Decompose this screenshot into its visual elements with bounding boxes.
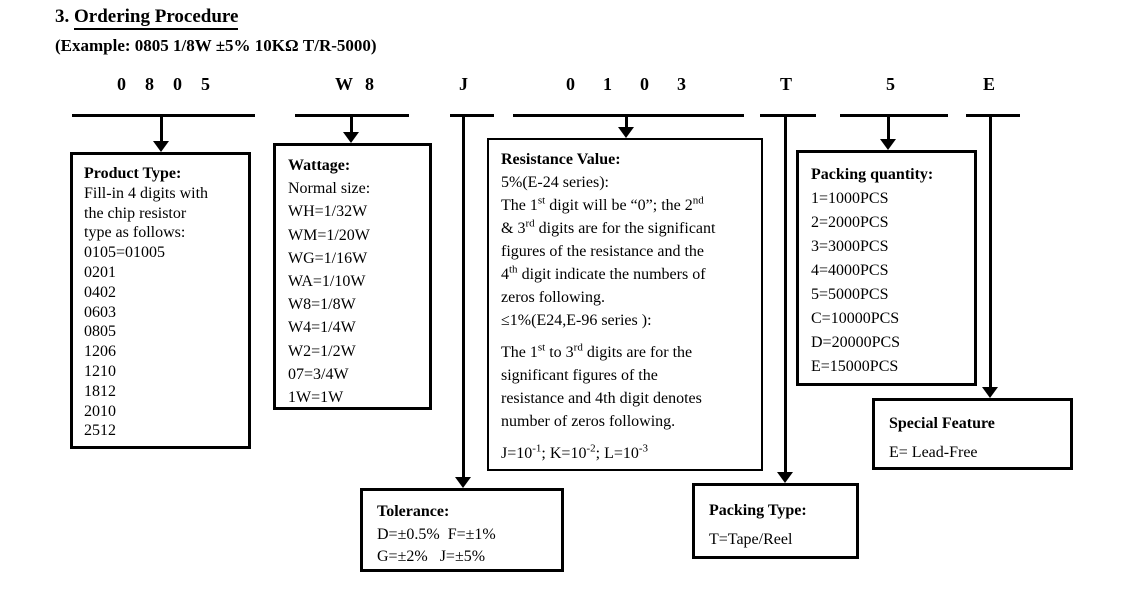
underline-packing-qty (840, 114, 948, 117)
product-type-line: 1210 (84, 362, 116, 380)
tolerance-box: Tolerance: D=±0.5% F=±1% G=±2% J=±5% (360, 488, 564, 572)
wattage-line: WM=1/20W (288, 226, 370, 244)
product-type-line: 1206 (84, 343, 116, 361)
wattage-line: Normal size: (288, 180, 371, 198)
special-feature-line: E= Lead-Free (889, 444, 978, 461)
arrow-head-wattage-icon (343, 132, 359, 143)
code-segment-wattage: W8 (335, 74, 386, 94)
packing-quantity-title: Packing quantity: (811, 166, 934, 183)
product-type-line: 1812 (84, 382, 116, 400)
tolerance-title: Tolerance: (377, 503, 450, 520)
code-segment-packing-type: T (780, 74, 793, 94)
code-segment-tolerance: J (459, 74, 468, 94)
product-type-line: 0105=01005 (84, 244, 166, 262)
resistance-line: figures of the resistance and the (501, 243, 705, 260)
packing-quantity-line: D=20000PCS (811, 334, 901, 351)
arrow-stem-wattage (350, 114, 353, 134)
special-feature-title: Special Feature (889, 415, 995, 432)
code-segment-size: 0805 (117, 74, 229, 94)
arrow-stem-size (160, 114, 163, 143)
resistance-value-box: Resistance Value: 5%(E-24 series): The 1… (487, 138, 763, 471)
wattage-line: WG=1/16W (288, 249, 368, 267)
resistance-line: 5%(E-24 series): (501, 174, 609, 191)
arrow-stem-resistance (625, 114, 628, 128)
arrow-head-tolerance-icon (455, 477, 471, 488)
packing-quantity-line: 4=4000PCS (811, 262, 889, 279)
wattage-line: W2=1/2W (288, 342, 356, 360)
packing-quantity-line: 3=3000PCS (811, 238, 889, 255)
resistance-line: The 1st digit will be “0”; the 2nd (501, 194, 704, 214)
product-type-line: 2512 (84, 422, 116, 440)
underline-packing-type (760, 114, 816, 117)
product-type-line: 0201 (84, 263, 116, 281)
wattage-box: Wattage: Normal size: WH=1/32W WM=1/20W … (273, 143, 432, 410)
product-type-title: Product Type: (84, 165, 182, 182)
example-line: (Example: 0805 1/8W ±5% 10KΩ T/R-5000) (55, 36, 377, 55)
resistance-line: 4th digit indicate the numbers of (501, 263, 706, 283)
underline-resistance (513, 114, 744, 117)
wattage-line: 07=3/4W (288, 365, 349, 383)
product-type-line: the chip resistor (84, 204, 187, 222)
section-heading: 3. Ordering Procedure (55, 6, 239, 30)
arrow-stem-tolerance (462, 114, 465, 478)
arrow-head-packing-qty-icon (880, 139, 896, 150)
product-type-line: 0603 (84, 303, 116, 321)
tolerance-line: D=±0.5% F=±1% (377, 525, 496, 543)
packing-type-title: Packing Type: (709, 502, 807, 519)
product-type-line: 0402 (84, 283, 116, 301)
resistance-line: resistance and 4th digit denotes (501, 390, 702, 407)
wattage-line: WA=1/10W (288, 273, 366, 291)
packing-quantity-line: 1=1000PCS (811, 190, 889, 207)
arrow-head-size-icon (153, 141, 169, 152)
wattage-line: W4=1/4W (288, 319, 356, 337)
packing-type-line: T=Tape/Reel (709, 531, 793, 548)
resistance-line: ≤1%(E24,E-96 series ): (501, 312, 652, 329)
wattage-line: W8=1/8W (288, 296, 356, 314)
wattage-line: 1W=1W (288, 389, 344, 407)
wattage-line: WH=1/32W (288, 203, 368, 221)
resistance-line: J=10-1; K=10-2; L=10-3 (501, 442, 649, 462)
code-segment-resistance: 0103 (566, 74, 714, 94)
resistance-line: The 1st to 3rd digits are for the (501, 341, 693, 361)
packing-quantity-line: E=15000PCS (811, 358, 899, 375)
product-type-line: 0805 (84, 323, 116, 341)
section-number: 3. (55, 6, 70, 27)
section-title: Ordering Procedure (74, 6, 239, 30)
packing-quantity-line: C=10000PCS (811, 310, 900, 327)
packing-quantity-line: 5=5000PCS (811, 286, 889, 303)
arrow-stem-packing-type (784, 114, 787, 473)
resistance-line: zeros following. (501, 289, 605, 306)
code-segment-special: E (983, 74, 996, 94)
tolerance-line: G=±2% J=±5% (377, 548, 486, 566)
resistance-title: Resistance Value: (501, 151, 621, 168)
resistance-line: significant figures of the (501, 367, 658, 384)
arrow-stem-packing-qty (887, 114, 890, 140)
underline-tolerance (450, 114, 494, 117)
wattage-title: Wattage: (288, 157, 351, 174)
underline-size (72, 114, 255, 117)
special-feature-box: Special Feature E= Lead-Free (872, 398, 1073, 470)
resistance-line: number of zeros following. (501, 413, 676, 430)
arrow-head-packing-type-icon (777, 472, 793, 483)
arrow-head-resistance-icon (618, 127, 634, 138)
resistance-line: & 3rd digits are for the significant (501, 217, 716, 237)
underline-special (966, 114, 1020, 117)
product-type-line: type as follows: (84, 224, 186, 242)
arrow-head-special-icon (982, 387, 998, 398)
packing-quantity-box: Packing quantity: 1=1000PCS 2=2000PCS 3=… (796, 150, 977, 386)
product-type-box: Product Type: Fill-in 4 digits with the … (70, 152, 251, 449)
code-segment-packing-qty: 5 (886, 74, 895, 94)
arrow-stem-special (989, 114, 992, 388)
product-type-line: 2010 (84, 402, 116, 420)
packing-type-box: Packing Type: T=Tape/Reel (692, 483, 859, 559)
product-type-line: Fill-in 4 digits with (84, 184, 209, 202)
packing-quantity-line: 2=2000PCS (811, 214, 889, 231)
